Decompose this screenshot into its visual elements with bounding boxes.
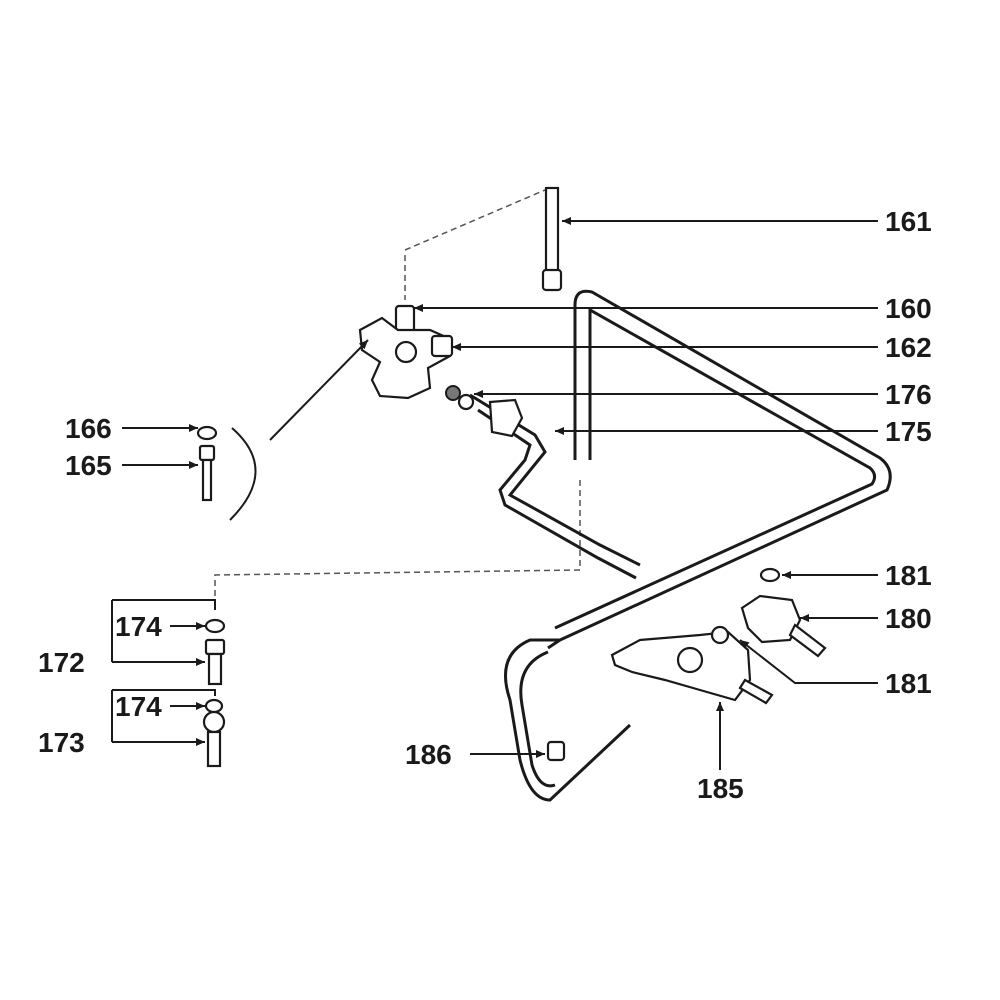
label-176: 176 xyxy=(885,379,932,410)
label-160: 160 xyxy=(885,293,932,324)
pipe-assembly xyxy=(469,289,892,802)
label-181-lower: 181 xyxy=(885,668,932,699)
part-161-rod xyxy=(541,186,563,292)
label-180: 180 xyxy=(885,603,932,634)
label-166: 166 xyxy=(65,413,112,444)
dashed-guide-lines xyxy=(214,189,581,610)
part-186-clip xyxy=(546,740,566,762)
part-185-control-valve xyxy=(610,625,774,705)
part-labels: 161 160 162 176 175 166 165 174 172 174 … xyxy=(38,206,932,804)
label-162: 162 xyxy=(885,332,932,363)
part-165-166-screw xyxy=(196,425,257,521)
label-186: 186 xyxy=(405,739,452,770)
label-175: 175 xyxy=(885,416,932,447)
label-165: 165 xyxy=(65,450,112,481)
label-174-lower: 174 xyxy=(115,691,162,722)
leader-lines xyxy=(111,217,878,770)
label-161: 161 xyxy=(885,206,932,237)
label-181-upper: 181 xyxy=(885,560,932,591)
label-185: 185 xyxy=(697,773,744,804)
upper-valve-body xyxy=(358,304,524,438)
label-173: 173 xyxy=(38,727,85,758)
part-180-181-valve xyxy=(740,567,827,658)
part-172-173-174-fittings xyxy=(202,618,226,768)
label-174-upper: 174 xyxy=(115,611,162,642)
label-172: 172 xyxy=(38,647,85,678)
